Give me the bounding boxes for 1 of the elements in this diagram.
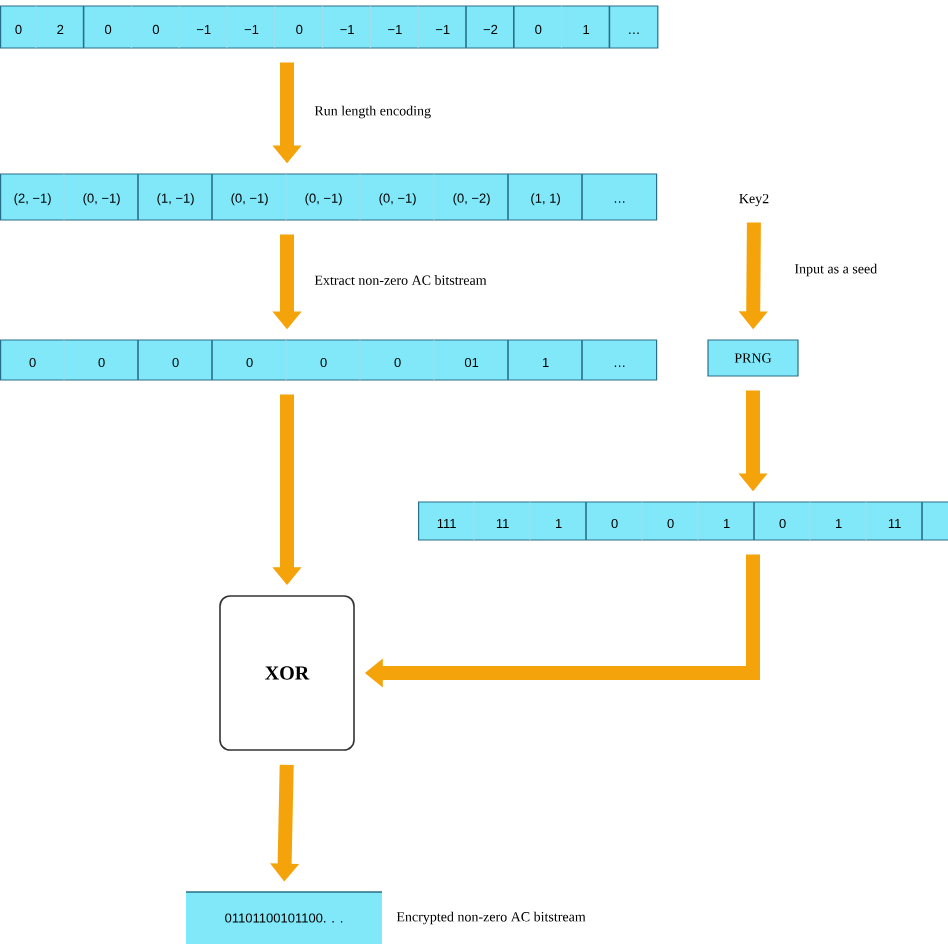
xor-box: XOR (219, 595, 355, 751)
